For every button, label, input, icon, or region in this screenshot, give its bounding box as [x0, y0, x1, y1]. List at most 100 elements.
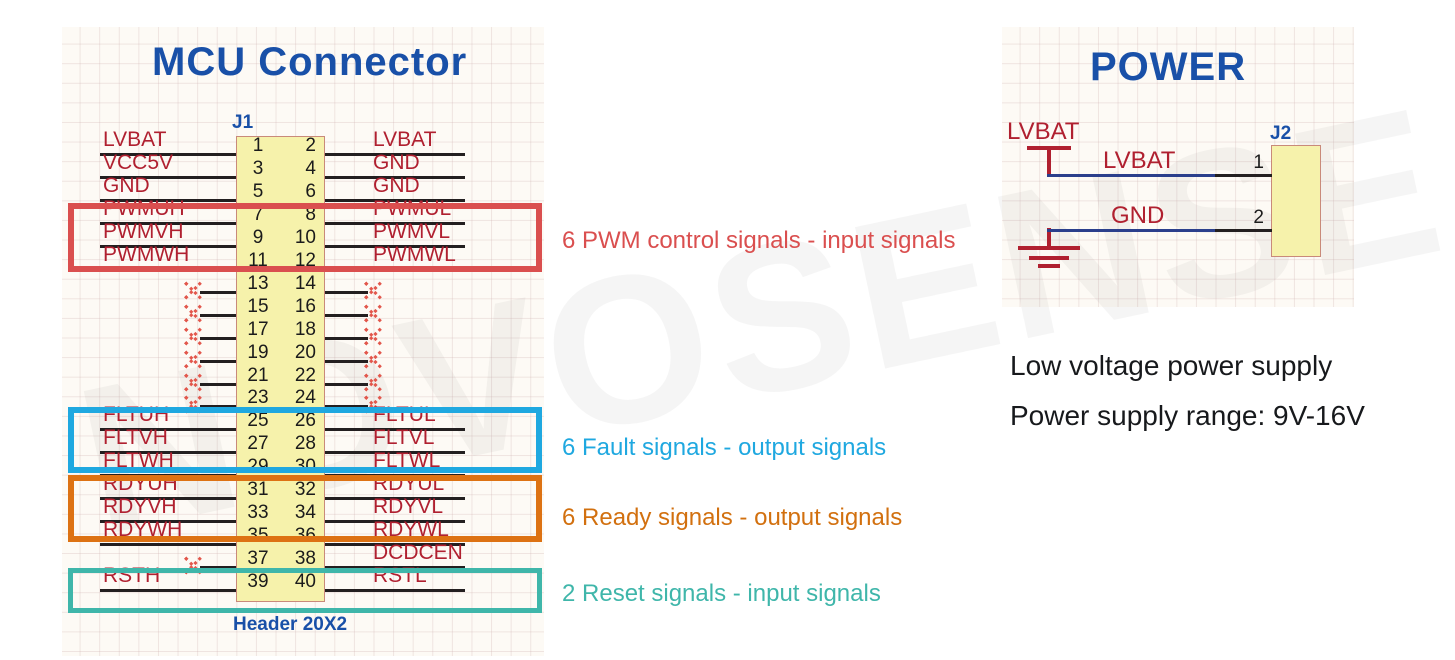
no-connect-icon-pin-22 — [362, 371, 384, 393]
power-wire-lvbat-blue — [1047, 174, 1262, 177]
j1-wire-right-pin-2 — [325, 153, 465, 156]
no-connect-icon-pin-16 — [362, 302, 384, 324]
j1-net-label-left-pin-1: LVBAT — [103, 128, 167, 151]
j1-wire-left-pin-27 — [100, 451, 236, 454]
j1-net-label-right-pin-12: PWMWL — [373, 243, 456, 266]
j1-pin-number-40: 40 — [294, 571, 316, 592]
j1-wire-right-pin-32 — [325, 497, 465, 500]
j1-wire-right-pin-18 — [325, 337, 368, 340]
j1-pin-number-20: 20 — [294, 342, 316, 363]
annotation-pwm: 6 PWM control signals - input signals — [562, 227, 956, 254]
ground-icon — [1018, 228, 1080, 274]
j1-wire-left-pin-17 — [200, 337, 236, 340]
j1-pin-number-32: 32 — [294, 479, 316, 500]
j1-pin-number-22: 22 — [294, 365, 316, 386]
vcc-supply-icon — [1027, 146, 1071, 174]
j1-pin-number-18: 18 — [294, 319, 316, 340]
j1-pin-number-37: 37 — [247, 548, 269, 569]
no-connect-icon-pin-18 — [362, 325, 384, 347]
j1-pin-number-39: 39 — [247, 571, 269, 592]
highlight-box-reset — [68, 568, 542, 613]
j1-pin-number-1: 1 — [252, 135, 264, 156]
no-connect-icon-pin-15 — [182, 302, 204, 324]
j1-pin-number-15: 15 — [247, 296, 269, 317]
j2-connector-body[interactable] — [1271, 145, 1321, 257]
j1-pin-number-33: 33 — [247, 502, 269, 523]
j1-pin-number-8: 8 — [305, 204, 316, 225]
j1-net-label-left-pin-29: FLTWH — [103, 449, 174, 472]
j1-wire-left-pin-9 — [100, 245, 236, 248]
j1-wire-right-pin-40 — [325, 589, 465, 592]
highlight-box-ready — [68, 475, 542, 542]
j1-wire-right-pin-8 — [325, 222, 465, 225]
j1-connector-body[interactable] — [236, 136, 325, 602]
j1-net-label-right-pin-34: RDYVL — [373, 495, 444, 518]
power-wire-lvbat-pin — [1215, 174, 1272, 177]
j1-pin-number-3: 3 — [252, 158, 264, 179]
power-description-line-2: Power supply range: 9V-16V — [1010, 400, 1365, 431]
annotation-ready: 6 Ready signals - output signals — [562, 504, 903, 531]
j1-net-label-left-pin-27: FLTVH — [103, 426, 168, 449]
j1-pin-number-11: 11 — [248, 250, 268, 271]
j1-pin-number-21: 21 — [247, 365, 269, 386]
j1-pin-number-13: 13 — [247, 273, 269, 294]
j1-pin-number-27: 27 — [247, 433, 269, 454]
j1-wire-right-pin-22 — [325, 383, 368, 386]
j1-pin-number-23: 23 — [247, 387, 269, 408]
j1-pin-number-16: 16 — [294, 296, 316, 317]
j1-net-label-right-pin-30: FLTWL — [373, 449, 441, 472]
j1-wire-left-pin-37 — [200, 566, 236, 569]
power-wire-gnd-blue — [1047, 229, 1262, 232]
j1-wire-left-pin-5 — [100, 199, 236, 202]
j1-wire-right-pin-10 — [325, 245, 465, 248]
j1-wire-right-pin-16 — [325, 314, 368, 317]
j2-pin-number-1: 1 — [1253, 152, 1264, 173]
j2-reference-designator: J2 — [1270, 123, 1292, 144]
no-connect-icon-pin-13 — [182, 279, 204, 301]
j1-wire-left-pin-35 — [100, 543, 236, 546]
j1-wire-left-pin-33 — [100, 520, 236, 523]
j1-net-label-right-pin-10: PWMVL — [373, 220, 451, 243]
j1-wire-right-pin-4 — [325, 176, 465, 179]
j1-pin-number-25: 25 — [247, 410, 269, 431]
j1-wire-right-pin-20 — [325, 360, 368, 363]
highlight-box-fault — [68, 407, 542, 473]
j1-pin-number-2: 2 — [305, 135, 316, 156]
power-section-title: POWER — [1090, 45, 1247, 89]
j1-pin-number-24: 24 — [294, 387, 316, 408]
j1-wire-right-pin-24 — [325, 405, 368, 408]
j2-pin-number-2: 2 — [1253, 207, 1264, 228]
j1-pin-number-31: 31 — [247, 479, 269, 500]
j1-pin-number-10: 10 — [294, 227, 316, 248]
j1-pin-number-34: 34 — [294, 502, 316, 523]
j1-wire-right-pin-14 — [325, 291, 368, 294]
j1-part-name: Header 20X2 — [233, 614, 348, 635]
j1-wire-left-pin-15 — [200, 314, 236, 317]
j1-pin-number-14: 14 — [294, 273, 316, 294]
no-connect-icon-pin-14 — [362, 279, 384, 301]
j1-net-label-left-pin-11: PWMWH — [103, 243, 190, 266]
j1-net-label-left-pin-9: PWMVH — [103, 220, 184, 243]
j1-wire-right-pin-28 — [325, 451, 465, 454]
highlight-box-pwm — [68, 203, 542, 272]
j1-reference-designator: J1 — [232, 112, 254, 133]
power-net-label-gnd: GND — [1111, 202, 1165, 229]
mcu-section-title: MCU Connector — [152, 40, 468, 84]
j1-pin-number-4: 4 — [305, 158, 316, 179]
j1-net-label-right-pin-36: RDYWL — [373, 518, 449, 541]
power-wire-gnd-pin — [1215, 229, 1272, 232]
j1-wire-left-pin-13 — [200, 291, 236, 294]
j1-net-label-left-pin-5: GND — [103, 174, 150, 197]
power-description-line-1: Low voltage power supply — [1010, 350, 1333, 381]
annotation-fault: 6 Fault signals - output signals — [562, 434, 887, 461]
j1-pin-number-5: 5 — [252, 181, 264, 202]
lvbat-supply-label: LVBAT — [1007, 118, 1080, 145]
j1-wire-left-pin-3 — [100, 176, 236, 179]
annotation-reset: 2 Reset signals - input signals — [562, 580, 881, 607]
j1-net-label-right-pin-28: FLTVL — [373, 426, 435, 449]
j1-pin-number-26: 26 — [294, 410, 316, 431]
j1-net-label-right-pin-6: GND — [373, 174, 420, 197]
j1-wire-left-pin-21 — [200, 383, 236, 386]
j1-pin-number-28: 28 — [294, 433, 316, 454]
